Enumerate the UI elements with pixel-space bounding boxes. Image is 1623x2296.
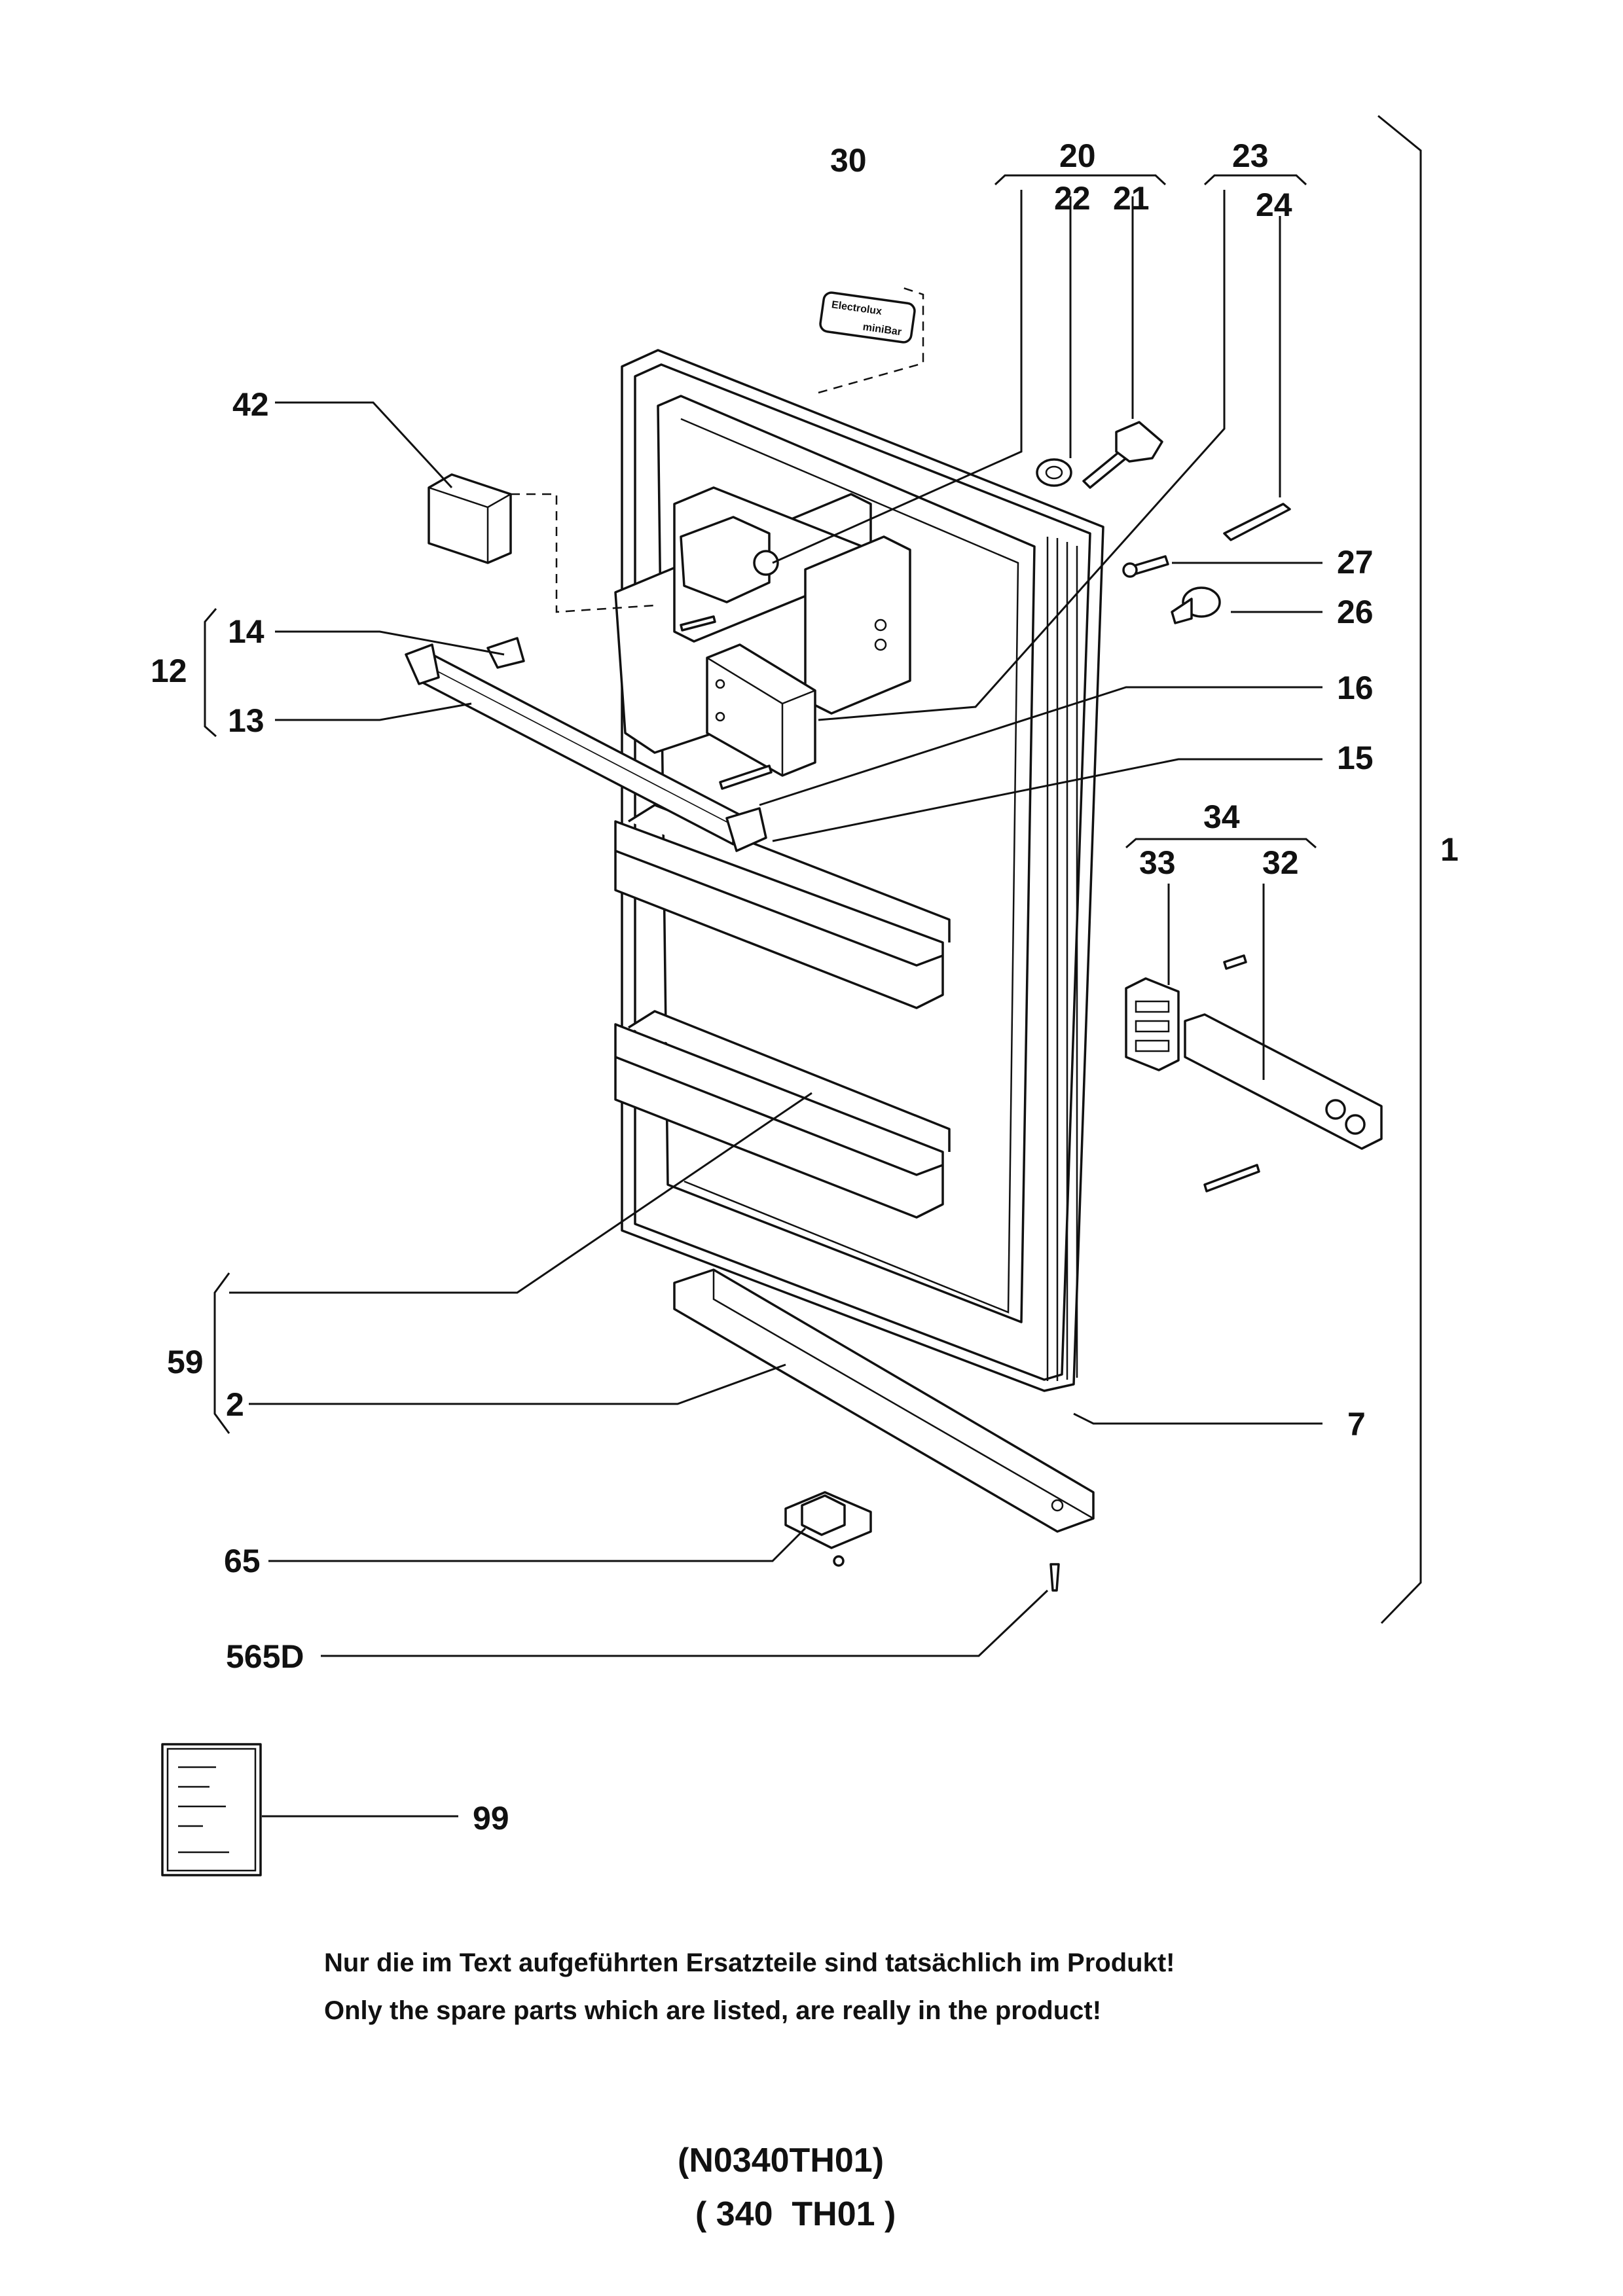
callout-22: 22: [1054, 180, 1091, 217]
callout-20: 20: [1059, 137, 1096, 174]
note-english: Only the spare parts which are listed, a…: [324, 1996, 1101, 2025]
bottle-bar-13: [405, 637, 767, 852]
manual-booklet-99: [161, 1743, 262, 1876]
callout-13: 13: [228, 702, 264, 739]
callout-14: 14: [228, 613, 264, 650]
callout-42: 42: [232, 386, 269, 423]
callout-12: 12: [151, 653, 187, 689]
callout-27: 27: [1337, 544, 1374, 581]
callout-24: 24: [1256, 187, 1292, 223]
badge-30: Electrolux miniBar: [819, 291, 916, 344]
screw-27: [1122, 555, 1169, 578]
control-panel-recess: [614, 486, 911, 777]
pin-24: [1223, 503, 1291, 541]
callout-26: 26: [1337, 594, 1374, 630]
callout-65: 65: [224, 1543, 261, 1579]
bushing-26: [1171, 586, 1221, 624]
bracket-20: [994, 174, 1167, 186]
hinge-plate-32: [1184, 1013, 1383, 1150]
lamp-holder-65: [784, 1491, 872, 1549]
callout-33: 33: [1139, 844, 1176, 881]
bracket-23: [1203, 174, 1307, 186]
model-short: ( 340 TH01 ): [695, 2195, 896, 2233]
callout-labels: 30 20 23 22 21 24 42 27 26 14 12 16 13 1…: [151, 137, 1459, 1837]
bracket-59: [213, 1272, 230, 1434]
lock-washer-22: [1036, 458, 1072, 487]
door-shelf-upper: [614, 804, 951, 1009]
callout-7: 7: [1347, 1406, 1366, 1443]
hinge-bracket-33: [1125, 977, 1180, 1071]
bracket-34: [1125, 838, 1317, 849]
callout-99: 99: [473, 1800, 509, 1837]
assembly-bracket-1: [1377, 115, 1422, 1624]
callout-23: 23: [1232, 137, 1269, 174]
cover-box-42: [428, 473, 512, 564]
callout-15: 15: [1337, 740, 1374, 776]
callout-1: 1: [1440, 831, 1459, 868]
bracket-12: [204, 608, 217, 738]
callout-32: 32: [1262, 844, 1299, 881]
bottom-rail: [673, 1268, 1095, 1533]
screws-misc: [680, 615, 1260, 1592]
note-german: Nur die im Text aufgeführten Ersatzteile…: [324, 1948, 1175, 1977]
key-21: [1082, 421, 1163, 489]
callout-565d: 565D: [226, 1638, 304, 1675]
model-code: (N0340TH01): [678, 2142, 884, 2179]
leader-lines: [229, 190, 1322, 1818]
callout-2: 2: [226, 1386, 244, 1423]
callout-30: 30: [830, 142, 867, 179]
callout-34: 34: [1203, 798, 1240, 835]
callout-16: 16: [1337, 670, 1374, 706]
callout-59: 59: [167, 1344, 204, 1380]
callout-21: 21: [1113, 180, 1150, 217]
